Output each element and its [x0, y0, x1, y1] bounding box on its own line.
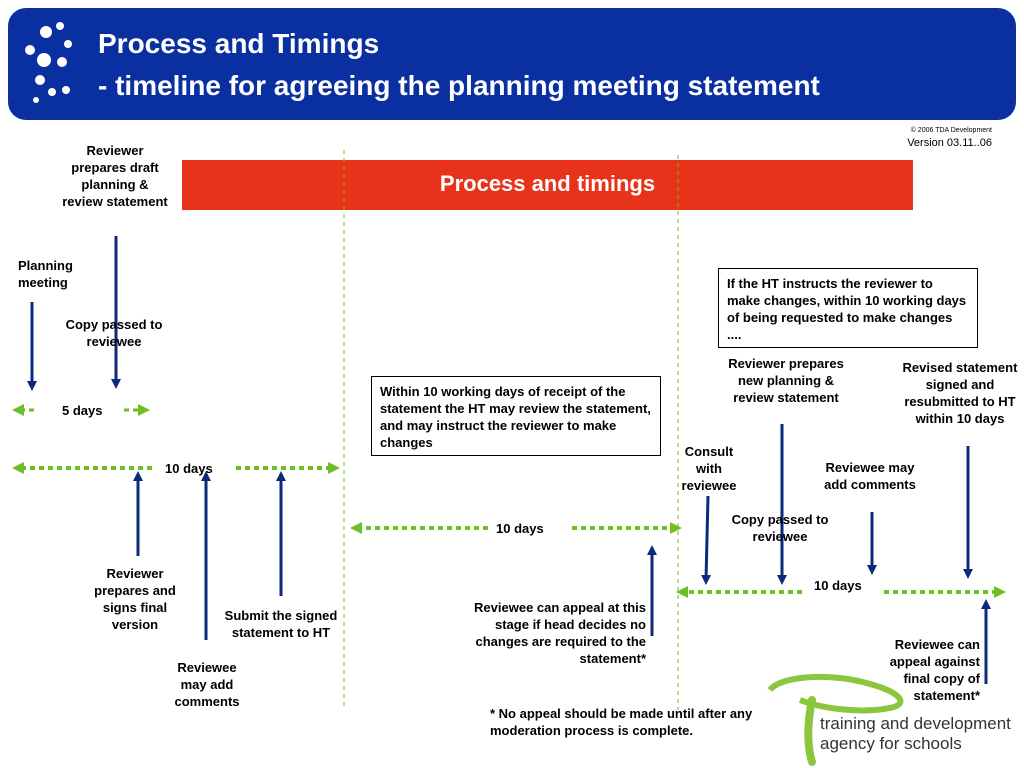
label-copy-passed-2: Copy passed to reviewee — [731, 512, 829, 544]
tda-logo-text: training and development agency for scho… — [820, 714, 1011, 754]
arrow-consult — [701, 495, 712, 585]
box-ht-instructs: If the HT instructs the reviewer to make… — [718, 268, 978, 348]
page-subtitle: - timeline for agreeing the planning mee… — [98, 70, 820, 101]
label-reviewee-can-appeal-final: Reviewee can appeal against final copy o… — [889, 637, 980, 703]
label-reviewee-may-add-1: Reviewee may add comments — [174, 660, 240, 709]
copyright-text: © 2006 TDA Development — [910, 127, 992, 134]
title-banner: Process and Timings - timeline for agree… — [8, 8, 1016, 120]
process-banner: Process and timings — [182, 160, 913, 210]
label-reviewee-may-add-2: Reviewee may add comments — [824, 460, 916, 492]
label-reviewer-prepares-draft: Reviewer prepares draft planning & revie… — [62, 143, 168, 209]
label-10-days-1: 10 days — [165, 461, 213, 476]
label-10-days-3: 10 days — [814, 578, 862, 593]
footnote: * No appeal should be made until after a… — [490, 706, 753, 738]
box-ht-review: Within 10 working days of receipt of the… — [371, 376, 661, 456]
page-title: Process and Timings — [98, 28, 380, 59]
logo-line2: agency for schools — [820, 734, 962, 753]
label-reviewer-prepares-signs: Reviewer prepares and signs final versio… — [94, 566, 176, 632]
label-reviewer-prepares-new: Reviewer prepares new planning & review … — [728, 356, 844, 405]
label-10-days-2: 10 days — [496, 521, 544, 536]
label-reviewee-can-appeal-stage: Reviewee can appeal at this stage if hea… — [474, 600, 646, 666]
label-consult-with-reviewee: Consult with reviewee — [681, 444, 737, 493]
label-submit-signed: Submit the signed statement to HT — [224, 608, 338, 640]
logo-line1: training and development — [820, 714, 1011, 733]
version-text: Version 03.11..06 — [907, 137, 992, 149]
tda-logo-swoosh-icon — [767, 673, 904, 766]
star-figure-logo-icon — [25, 22, 72, 103]
label-copy-passed-1: Copy passed to reviewee — [65, 317, 163, 349]
label-revised-statement: Revised statement signed and resubmitted… — [902, 360, 1018, 426]
label-planning-meeting: Planning meeting — [18, 258, 73, 290]
label-5-days: 5 days — [62, 403, 103, 418]
